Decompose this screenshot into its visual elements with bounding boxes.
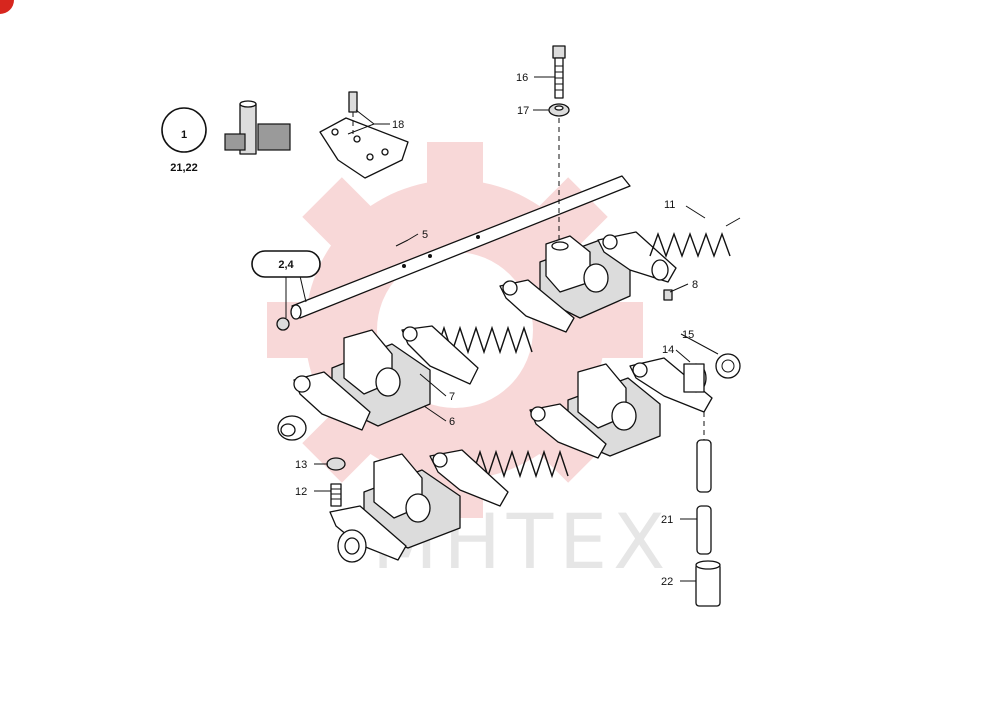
rear-rocker-arm (597, 231, 677, 283)
callout-21: 21 (661, 514, 673, 526)
variant-badge-number: 1 (181, 129, 187, 141)
lower-rocker-arm-b (429, 449, 509, 507)
front-left-rocker-arm (277, 371, 371, 441)
callout-22: 22 (661, 576, 673, 588)
lower-right-rocker-arm (629, 357, 713, 413)
variant-part-icon (224, 100, 291, 155)
leader-lines (285, 76, 719, 582)
spring-11 (649, 231, 731, 259)
variant-badge-caption: 21,22 (170, 162, 198, 174)
screw-12 (330, 483, 342, 507)
clip-15 (715, 353, 741, 379)
variant-badge: 1 21,22 (161, 107, 207, 174)
callout-8: 8 (692, 279, 698, 291)
nut-13 (326, 457, 346, 471)
middle-rocker-arm-a (499, 279, 575, 333)
callout-11: 11 (664, 199, 675, 211)
middle-rocker-arm-b (401, 325, 479, 385)
rocker-shaft (276, 175, 631, 331)
callout-16: 16 (516, 72, 528, 84)
callout-5: 5 (422, 229, 428, 241)
pushrod-upper (696, 439, 712, 493)
bracket-plate (319, 91, 409, 179)
callout-7: 7 (449, 391, 455, 403)
bolt-16 (552, 45, 566, 99)
lower-left-support-block (363, 453, 461, 549)
corner-marker (0, 0, 14, 14)
lower-rocker-arm-a (529, 403, 607, 459)
tube-22 (695, 560, 721, 607)
callout-12: 12 (295, 486, 307, 498)
callout-18: 18 (392, 119, 404, 131)
callout-15: 15 (682, 329, 694, 341)
pushrod-21 (696, 505, 712, 555)
callout-17: 17 (517, 105, 529, 117)
callout-14: 14 (662, 344, 674, 356)
callout-13: 13 (295, 459, 307, 471)
sleeve-14 (683, 363, 707, 393)
nut-17 (548, 103, 570, 117)
lower-left-rocker-arm (329, 505, 407, 563)
rear-support-block (539, 235, 631, 319)
reference-callout: 2,4 (251, 250, 321, 278)
callout-6: 6 (449, 416, 455, 428)
reference-callout-text: 2,4 (278, 259, 294, 271)
